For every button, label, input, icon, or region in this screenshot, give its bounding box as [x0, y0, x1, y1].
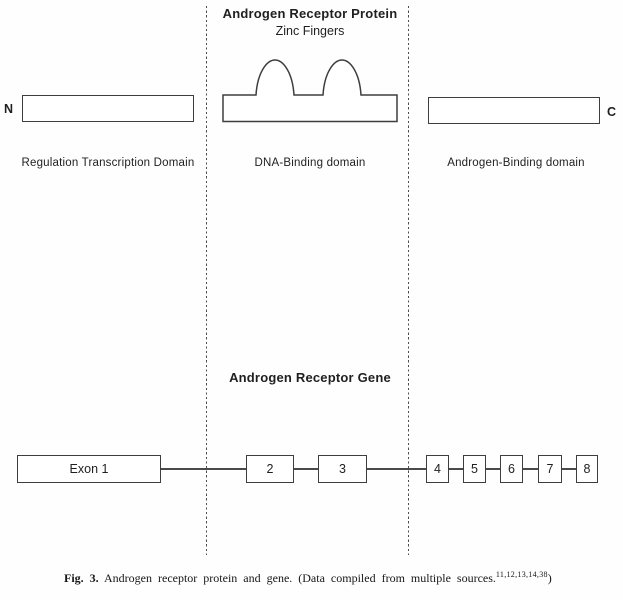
caption-close-paren: )	[547, 571, 552, 585]
exon-6-box: 6	[500, 455, 523, 483]
exon-3-box: 3	[318, 455, 367, 483]
regulation-transcription-domain-label: Regulation Transcription Domain	[21, 157, 195, 169]
section-divider-left	[206, 6, 208, 555]
caption-references: 11,12,13,14,38	[495, 570, 548, 579]
exon-5-box: 5	[463, 455, 486, 483]
regulation-domain-bar	[22, 95, 194, 122]
gene-title: Androgen Receptor Gene	[229, 370, 391, 385]
exon-2-box: 2	[246, 455, 294, 483]
exon-4-box: 4	[426, 455, 449, 483]
figure-caption: Fig. 3. Androgen receptor protein and ge…	[64, 570, 604, 586]
caption-text: Androgen receptor protein and gene. (Dat…	[98, 571, 496, 585]
exon-7-box: 7	[538, 455, 562, 483]
zinc-fingers-label: Zinc Fingers	[275, 24, 345, 38]
c-terminus-label: C	[607, 105, 617, 119]
exon-8-box: 8	[576, 455, 598, 483]
protein-title: Androgen Receptor Protein	[222, 6, 398, 21]
section-divider-right	[408, 6, 410, 555]
figure-number: Fig. 3.	[64, 571, 99, 585]
dna-binding-domain-shape-with-zinc-fingers	[222, 59, 398, 123]
dna-binding-domain-label: DNA-Binding domain	[254, 157, 366, 169]
exon-1-box: Exon 1	[17, 455, 161, 483]
androgen-binding-domain-label: Androgen-Binding domain	[447, 157, 585, 169]
androgen-domain-bar	[428, 97, 600, 124]
intron-connector-line	[160, 468, 578, 470]
n-terminus-label: N	[4, 102, 14, 116]
